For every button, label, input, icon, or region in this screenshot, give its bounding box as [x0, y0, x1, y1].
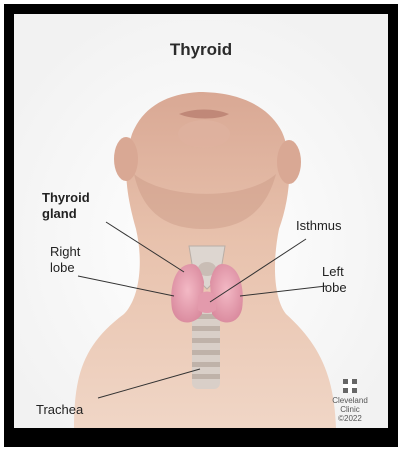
logo-line2: Clinic [330, 405, 370, 414]
label-thyroid-gland: Thyroid gland [42, 190, 90, 222]
trachea-rings [192, 309, 220, 389]
page-title: Thyroid [14, 40, 388, 60]
label-thyroid-gland-line2: gland [42, 206, 90, 222]
label-right-lobe-line1: Right [50, 244, 80, 260]
cleveland-clinic-logo-icon [343, 379, 357, 393]
label-left-lobe-line2: lobe [322, 280, 347, 296]
label-right-lobe-line2: lobe [50, 260, 80, 276]
label-trachea: Trachea [36, 402, 83, 418]
left-ear [277, 140, 301, 184]
isthmus-shape [198, 292, 216, 314]
label-thyroid-gland-line1: Thyroid [42, 190, 90, 206]
logo-text: Cleveland Clinic ©2022 [330, 396, 370, 423]
illustration-panel: Thyroid Thyroid gland Right lobe Isthmus… [14, 14, 388, 428]
image-frame: Thyroid Thyroid gland Right lobe Isthmus… [4, 4, 398, 447]
label-right-lobe: Right lobe [50, 244, 80, 276]
right-ear [114, 137, 138, 181]
chin [178, 120, 230, 148]
label-left-lobe: Left lobe [322, 264, 347, 296]
label-isthmus: Isthmus [296, 218, 342, 234]
logo-copyright: ©2022 [330, 414, 370, 423]
label-left-lobe-line1: Left [322, 264, 347, 280]
logo-line1: Cleveland [330, 396, 370, 405]
